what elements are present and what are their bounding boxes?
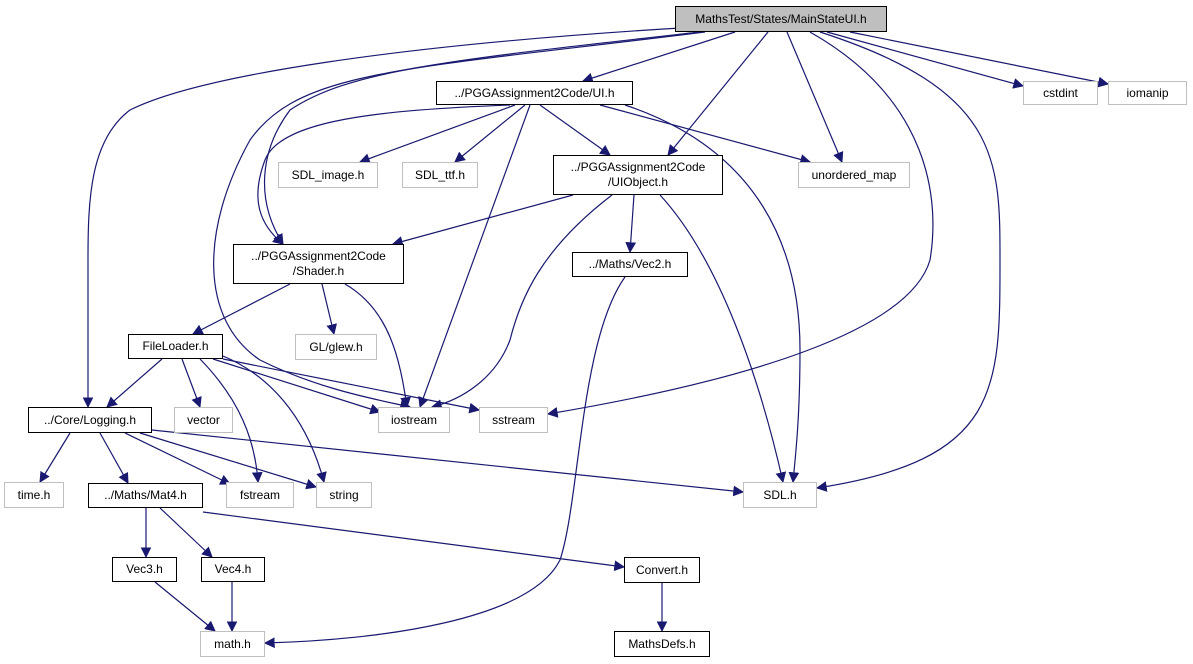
edge-fileloader-sstream (222, 358, 481, 414)
edge-ui-sdl (624, 104, 801, 484)
node-vec2[interactable]: ../Maths/Vec2.h (572, 252, 688, 277)
edge-vec2-math (263, 276, 626, 649)
edge-uiobject-shader (391, 194, 574, 247)
edge-ui-iostream (418, 104, 531, 409)
edge-root-unordered-map (786, 31, 844, 163)
edge-root-cstdint (826, 31, 1025, 89)
node-vec4[interactable]: Vec4.h (201, 557, 265, 582)
node-math: math.h (200, 631, 265, 657)
edge-root-sdl (815, 31, 1001, 492)
edge-shader-fileloader (192, 283, 291, 335)
edge-fileloader-vector (181, 358, 202, 409)
edge-mat4-convert (202, 511, 626, 572)
node-vector: vector (174, 407, 233, 433)
node-glew: GL/glew.h (295, 334, 377, 360)
node-sdl: SDL.h (743, 482, 817, 508)
edge-logging-sdl (151, 429, 745, 497)
edge-root-sstream (546, 31, 934, 418)
edge-ui-sdl-ttf (454, 104, 526, 163)
edge-shader-iostream (344, 283, 411, 409)
node-unordered-map: unordered_map (798, 162, 910, 188)
edge-logging-string (139, 432, 318, 490)
node-sdl-image: SDL_image.h (278, 162, 378, 188)
node-sdl-ttf: SDL_ttf.h (402, 162, 478, 188)
node-sstream: sstream (479, 407, 548, 433)
node-ui-h[interactable]: ../PGGAssignment2Code/UI.h (436, 81, 633, 105)
node-iostream: iostream (378, 407, 450, 433)
edge-root-iomanip (849, 31, 1110, 88)
node-cstdint: cstdint (1023, 81, 1098, 105)
edge-fileloader-iostream (212, 358, 382, 415)
node-shader[interactable]: ../PGGAssignment2Code /Shader.h (233, 244, 404, 284)
node-fstream: fstream (226, 482, 294, 508)
edge-root-ui (581, 31, 736, 84)
edge-uiobject-sdl (659, 194, 787, 484)
edge-ui-uiobject (539, 104, 611, 156)
edge-logging-fstream (124, 432, 231, 485)
node-mat4[interactable]: ../Maths/Mat4.h (88, 483, 203, 508)
edge-root-shader (263, 31, 701, 245)
node-iomanip: iomanip (1108, 81, 1187, 105)
node-time: time.h (4, 482, 64, 508)
edge-fileloader-fstream (199, 358, 263, 484)
edge-fileloader-string (222, 355, 327, 484)
node-string: string (316, 482, 372, 508)
edge-logging-mat4 (99, 432, 129, 484)
edge-mat4-vec4 (159, 507, 213, 558)
edge-logging-time (39, 432, 71, 483)
node-root[interactable]: MathsTest/States/MainStateUI.h (675, 6, 887, 32)
edge-uiobject-vec2 (625, 194, 637, 254)
edge-uiobject-iostream (430, 194, 613, 410)
node-convert[interactable]: Convert.h (624, 557, 700, 583)
node-uiobject[interactable]: ../PGGAssignment2Code /UIObject.h (553, 155, 723, 195)
edge-vec3-math (154, 581, 216, 632)
edge-ui-shader (257, 104, 511, 245)
edge-root-logging (82, 27, 681, 409)
node-logging[interactable]: ../Core/Logging.h (28, 407, 152, 433)
edge-root-uiobject (667, 31, 769, 156)
edge-fileloader-logging (106, 358, 163, 408)
node-mathsdefs[interactable]: MathsDefs.h (614, 631, 710, 657)
edge-ui-sdl-image (358, 104, 516, 164)
edge-shader-glew (321, 283, 337, 336)
edge-ui-unordered-map (599, 104, 812, 165)
node-vec3[interactable]: Vec3.h (112, 557, 177, 582)
node-fileloader[interactable]: FileLoader.h (128, 334, 223, 359)
